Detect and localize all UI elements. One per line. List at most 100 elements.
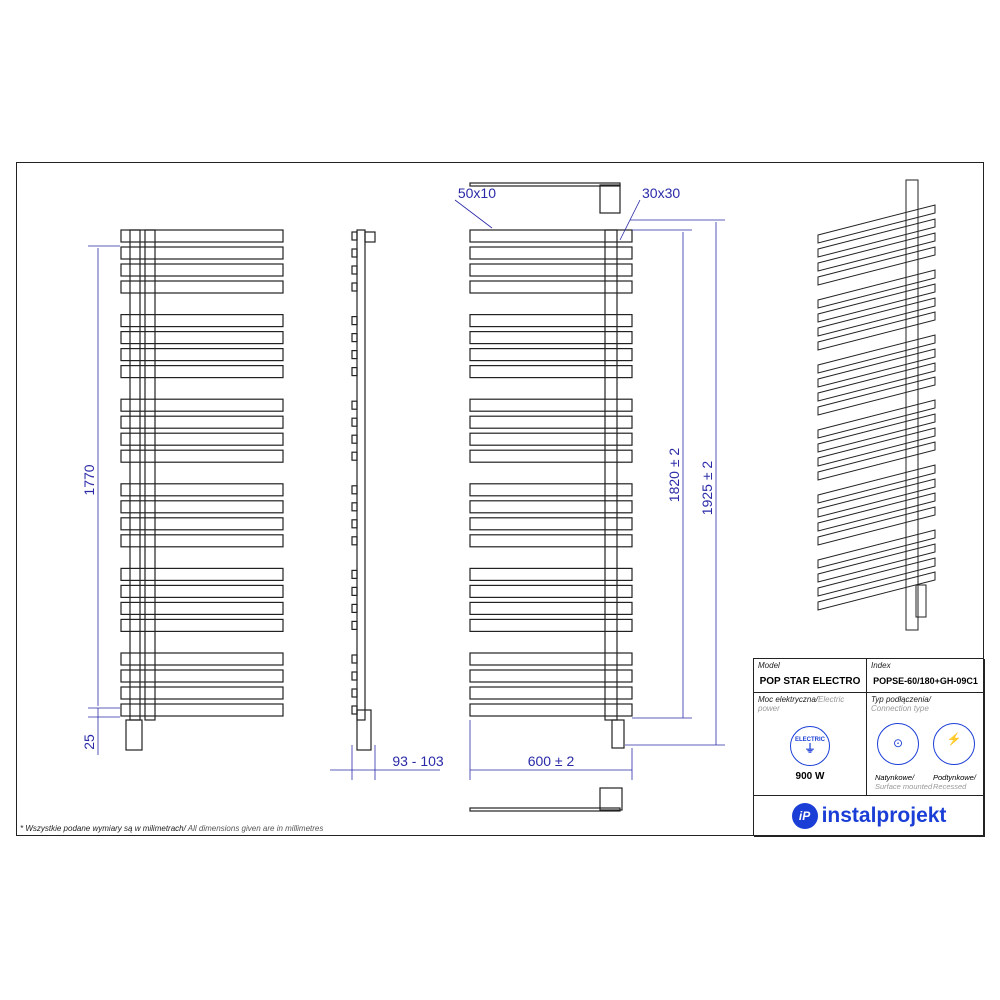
connection-label-pl: Typ podłączenia/ xyxy=(871,695,931,704)
dim-column-profile: 30x30 xyxy=(642,185,680,201)
towel-bar xyxy=(120,703,284,717)
perspective-bar xyxy=(817,311,936,351)
towel-bar xyxy=(120,584,284,599)
model-label: Model xyxy=(758,661,780,670)
perspective-bar xyxy=(817,557,936,597)
towel-bar xyxy=(469,601,633,616)
towel-bar xyxy=(469,449,633,463)
towel-bar xyxy=(469,483,633,497)
bar-profile xyxy=(351,586,358,597)
footnote: * Wszystkie podane wymiary są w milimetr… xyxy=(20,824,323,833)
towel-bar xyxy=(120,686,284,700)
perspective-bar xyxy=(817,246,936,286)
perspective-bar xyxy=(817,283,936,323)
towel-bar xyxy=(120,534,284,548)
note-pl: * Wszystkie podane wymiary są w milimetr… xyxy=(20,824,186,833)
towel-bar xyxy=(469,534,633,548)
perspective-bar xyxy=(817,413,936,453)
towel-bar xyxy=(120,229,284,243)
brand-mark: iP xyxy=(791,803,818,829)
perspective-bar xyxy=(817,218,936,258)
index-label: Index xyxy=(871,661,891,670)
dimension-lines xyxy=(88,199,725,780)
column-side xyxy=(356,229,366,721)
dim-width: 600 ± 2 xyxy=(528,753,575,769)
bar-profile xyxy=(351,688,358,698)
connection-label-en: Connection type xyxy=(871,704,929,713)
towel-bar xyxy=(469,229,633,243)
perspective-bar xyxy=(817,232,936,272)
bottom-view-element xyxy=(599,787,623,811)
towel-bar xyxy=(469,365,633,379)
towel-bar xyxy=(469,618,633,633)
dim-25: 25 xyxy=(81,734,97,750)
note-en: All dimensions given are in millimetres xyxy=(185,824,324,833)
towel-bar xyxy=(120,365,284,379)
dim-1770: 1770 xyxy=(81,464,97,495)
drawing-frame xyxy=(16,162,984,836)
dim-1820: 1820 ± 2 xyxy=(666,448,682,503)
towel-bar xyxy=(469,331,633,345)
perspective-bar xyxy=(817,204,936,244)
bar-profile xyxy=(351,519,358,529)
towel-bar xyxy=(120,348,284,362)
towel-bar xyxy=(120,314,284,328)
perspective-bar xyxy=(817,464,936,504)
column xyxy=(144,229,156,721)
perspective-bar xyxy=(817,269,936,309)
front-view-left xyxy=(120,229,284,751)
electric-badge: ELECTRIC xyxy=(795,737,825,743)
bar-profile xyxy=(351,434,358,444)
power-label-en: Electric power xyxy=(758,695,845,713)
perspective-bar xyxy=(817,571,936,611)
perspective-bar xyxy=(817,348,936,388)
bar-profile xyxy=(351,265,358,275)
towel-bar xyxy=(469,398,633,412)
brand-name: instalprojekt xyxy=(821,804,947,827)
bar-profile xyxy=(351,333,358,343)
bar-profile xyxy=(351,400,358,410)
perspective-bar xyxy=(817,478,936,518)
towel-bar xyxy=(469,348,633,362)
perspective-bar xyxy=(817,529,936,569)
recessed-en: Recessed xyxy=(933,782,967,791)
bar-profile xyxy=(351,654,358,664)
bar-profile xyxy=(351,485,358,495)
bar-profile xyxy=(351,620,358,631)
dim-bar-profile: 50x10 xyxy=(458,185,496,201)
towel-bar xyxy=(120,652,284,666)
front-view-right xyxy=(469,182,633,812)
perspective-bar xyxy=(817,376,936,416)
towel-bar xyxy=(469,652,633,666)
towel-bar xyxy=(469,500,633,514)
bar-profile xyxy=(351,705,358,715)
perspective-bar xyxy=(817,297,936,337)
brand-logo: iP instalprojekt xyxy=(754,796,985,837)
perspective-bar xyxy=(817,543,936,583)
perspective-column xyxy=(905,179,919,631)
wall-bracket xyxy=(364,231,376,243)
towel-bar xyxy=(469,432,633,446)
towel-bar xyxy=(120,415,284,429)
bar-profile xyxy=(351,316,358,326)
perspective-bar xyxy=(817,399,936,439)
bar-profile xyxy=(351,350,358,360)
index-value: POPSE-60/180+GH-09C1 xyxy=(873,676,978,686)
bar-profile xyxy=(351,603,358,614)
bar-profile xyxy=(351,367,358,377)
side-view xyxy=(351,229,376,751)
towel-bar xyxy=(469,584,633,599)
bar-profile xyxy=(351,536,358,546)
towel-bar xyxy=(120,398,284,412)
bar-profile xyxy=(351,282,358,292)
bar-profile xyxy=(351,569,358,580)
towel-bar xyxy=(120,432,284,446)
perspective-bar xyxy=(817,441,936,481)
towel-bar xyxy=(120,280,284,294)
bar-profile xyxy=(351,451,358,461)
towel-bar xyxy=(469,246,633,260)
heating-element xyxy=(125,719,143,751)
bar-profile xyxy=(351,671,358,681)
towel-bar xyxy=(120,618,284,633)
top-view-bracket xyxy=(599,184,621,214)
